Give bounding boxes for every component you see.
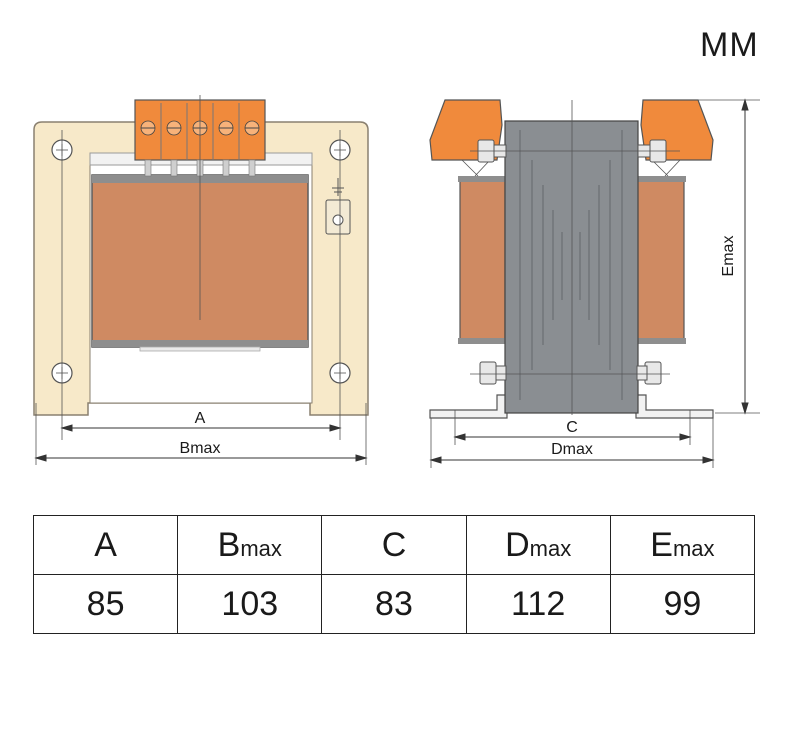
value-cell-c: 83 xyxy=(321,574,467,634)
unit-label: MM xyxy=(700,26,759,64)
dim-d-label: Dmax xyxy=(551,441,593,458)
front-view: A Bmax xyxy=(33,95,369,465)
header-cell-emax: Emax xyxy=(609,515,756,575)
side-core xyxy=(504,120,639,414)
side-view: C Dmax Emax xyxy=(429,98,760,468)
dim-e-label: Emax xyxy=(720,236,737,277)
header-cell-c: C xyxy=(321,515,467,575)
side-bracket-left xyxy=(429,394,508,419)
dim-b-line xyxy=(34,454,368,462)
dim-c-label: C xyxy=(566,419,578,436)
side-bracket-right xyxy=(635,394,714,419)
dim-a-label: A xyxy=(195,410,206,427)
dim-e-line xyxy=(741,98,749,415)
value-cell-emax: 99 xyxy=(609,574,756,634)
table-header-row: A Bmax C Dmax Emax xyxy=(32,515,756,575)
dim-a-line xyxy=(60,424,342,432)
dim-c-line xyxy=(453,433,692,441)
value-cell-dmax: 112 xyxy=(465,574,611,634)
ground-terminal-icon xyxy=(325,178,351,235)
value-cell-bmax: 103 xyxy=(177,574,323,634)
dim-d-line xyxy=(429,456,715,464)
value-cell-a: 85 xyxy=(32,574,179,634)
dimensions-table: A Bmax C Dmax Emax 85 103 83 112 99 xyxy=(32,515,756,634)
dim-b-label: Bmax xyxy=(180,440,221,457)
table-value-row: 85 103 83 112 99 xyxy=(32,574,756,634)
header-cell-bmax: Bmax xyxy=(177,515,323,575)
header-cell-dmax: Dmax xyxy=(465,515,611,575)
transformer-drawing: A Bmax xyxy=(33,95,760,468)
header-cell-a: A xyxy=(32,515,179,575)
